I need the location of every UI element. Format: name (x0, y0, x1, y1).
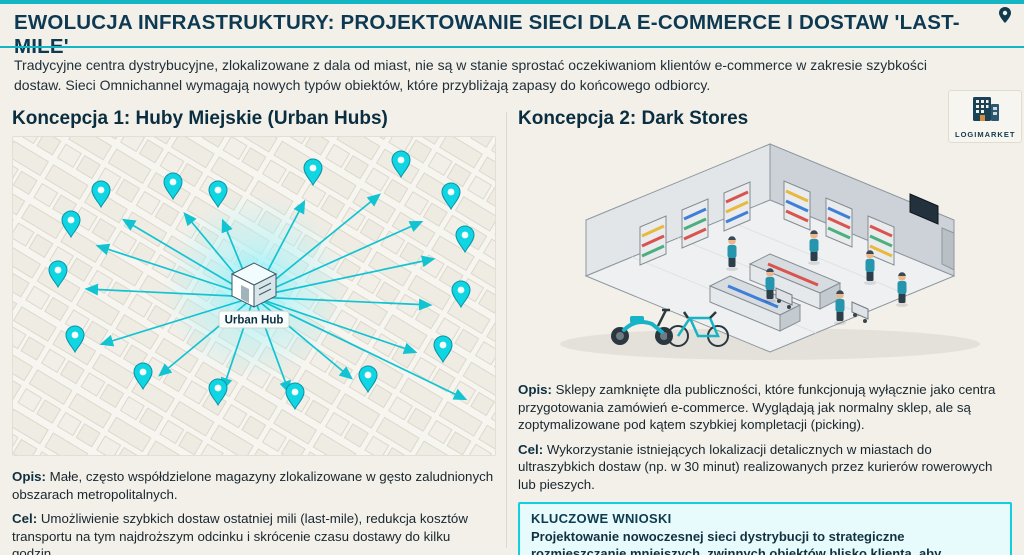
concept1-cel-text: Umożliwienie szybkich dostaw ostatniej m… (12, 511, 468, 555)
left-wall-shelves (639, 181, 751, 266)
concept1-heading: Koncepcja 1: Huby Miejskie (Urban Hubs) (12, 108, 388, 129)
concept2-opis-text: Sklepy zamknięte dla publiczności, które… (518, 382, 996, 433)
concept1-opis: Opis: Małe, często współdzielone magazyn… (12, 468, 494, 503)
page-title: EWOLUCJA INFRASTRUKTURY: PROJEKTOWANIE S… (14, 11, 960, 58)
concept1-cel: Cel: Umożliwienie szybkich dostaw ostatn… (12, 510, 494, 555)
urban-hub-building-icon (230, 262, 278, 308)
column-divider (506, 112, 507, 548)
urban-hub-map-illustration: Urban Hub (12, 136, 496, 456)
concept2-cel-label: Cel: (518, 441, 544, 457)
key-takeaways-heading: KLUCZOWE WNIOSKI (531, 511, 672, 527)
dark-store-illustration (560, 143, 980, 360)
concept2-opis-label: Opis: (518, 382, 552, 397)
concept1-opis-text: Małe, często współdzielone magazyny zlok… (12, 469, 494, 502)
right-wall-shelves (783, 180, 895, 266)
concept2-cel: Cel: Wykorzystanie istniejących lokaliza… (518, 441, 1012, 494)
logo-box: LOGIMARKET (948, 90, 1023, 143)
store-door (941, 227, 955, 271)
concept1-cel-label: Cel: (12, 511, 38, 527)
concept1-opis-label: Opis: (12, 469, 46, 484)
key-takeaways-box: KLUCZOWE WNIOSKI Projektowanie nowoczesn… (518, 502, 1012, 555)
svg-text:Urban Hub: Urban Hub (225, 315, 284, 327)
logo-building-icon (973, 97, 1000, 121)
concept1-section: Koncepcja 1: Huby Miejskie (Urban Hubs) (12, 108, 496, 555)
logo-name: LOGIMARKET (955, 130, 1016, 139)
logo: LOGIMARKET (948, 90, 1023, 143)
key-takeaways-text: Projektowanie nowoczesnej sieci dystrybu… (531, 529, 942, 555)
concept2-cel-text: Wykorzystanie istniejących lokalizacji d… (518, 441, 993, 492)
concept2-opis: Opis: Sklepy zamknięte dla publiczności,… (518, 381, 1012, 434)
concept2-heading: Koncepcja 2: Dark Stores (518, 108, 749, 129)
urban-hub-label: Urban Hub (218, 310, 290, 329)
top-accent-bar (0, 0, 1024, 4)
delivery-bicycle-icon (667, 311, 729, 347)
concept2-section: Koncepcja 2: Dark Stores (518, 108, 1012, 555)
wall-monitor (909, 193, 939, 225)
map-pins (48, 150, 475, 411)
corner-pin-icon (999, 7, 1011, 23)
title-underline (0, 46, 1024, 48)
intro-paragraph: Tradycyjne centra dystrybucyjne, zlokali… (14, 57, 927, 93)
